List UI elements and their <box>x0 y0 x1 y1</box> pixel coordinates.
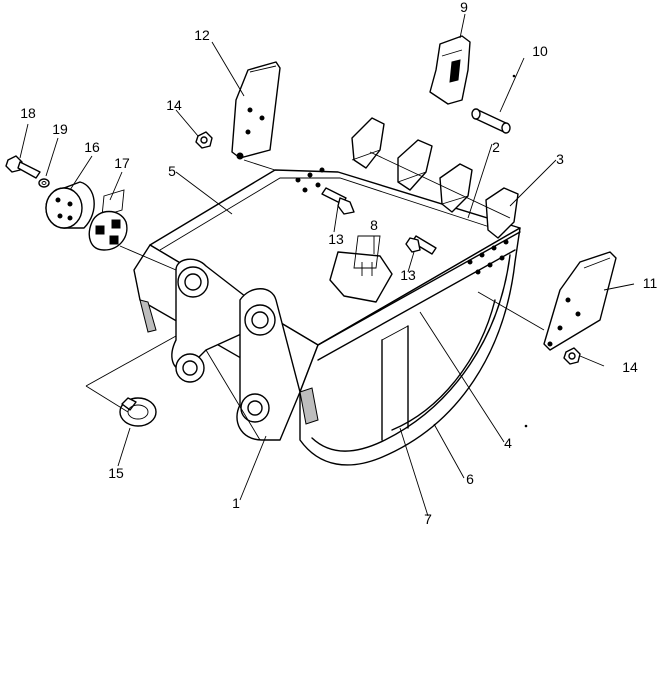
bolt-13-lower <box>405 235 437 255</box>
callout-labels: 1 2 3 4 5 6 7 8 9 10 11 12 13 13 14 14 1… <box>20 0 657 527</box>
nut-14-left <box>195 131 213 149</box>
wear-plate-8 <box>329 235 393 303</box>
callout-18: 18 <box>20 105 36 121</box>
callout-19: 19 <box>52 121 68 137</box>
teeth-row <box>351 117 519 239</box>
leader-lines <box>19 13 635 517</box>
callout-9: 9 <box>460 0 468 15</box>
callout-12: 12 <box>194 27 210 43</box>
callout-14-right: 14 <box>622 359 638 375</box>
nut-14-right <box>563 347 581 365</box>
callout-5: 5 <box>168 163 176 179</box>
callout-16: 16 <box>84 139 100 155</box>
side-cutter-11 <box>543 251 617 351</box>
bushing-15 <box>119 397 157 427</box>
callout-1: 1 <box>232 495 240 511</box>
speck <box>512 74 516 78</box>
callout-14-left: 14 <box>166 97 182 113</box>
callout-6: 6 <box>466 471 474 487</box>
bucket-body <box>133 167 521 466</box>
callout-4: 4 <box>504 435 512 451</box>
rim-bolt-holes-left <box>295 167 325 193</box>
collar-16 <box>45 181 95 229</box>
rim-bolt-holes-right <box>467 239 509 275</box>
callout-13-upper: 13 <box>328 231 344 247</box>
callout-3: 3 <box>556 151 564 167</box>
tooth-point-9 <box>429 35 471 105</box>
speck <box>524 424 528 428</box>
callout-13-lower: 13 <box>400 267 416 283</box>
bolt-13-upper <box>321 187 355 215</box>
side-cutter-12 <box>231 61 281 171</box>
callout-10: 10 <box>532 43 548 59</box>
pin-10 <box>471 108 511 134</box>
callout-17: 17 <box>114 155 130 171</box>
callout-2: 2 <box>492 139 500 155</box>
callout-15: 15 <box>108 465 124 481</box>
shim-17 <box>88 189 128 251</box>
bolt-18 <box>5 155 41 179</box>
callout-8: 8 <box>370 217 378 233</box>
callout-7: 7 <box>424 511 432 527</box>
washer-19 <box>38 178 50 188</box>
callout-11: 11 <box>643 275 658 291</box>
